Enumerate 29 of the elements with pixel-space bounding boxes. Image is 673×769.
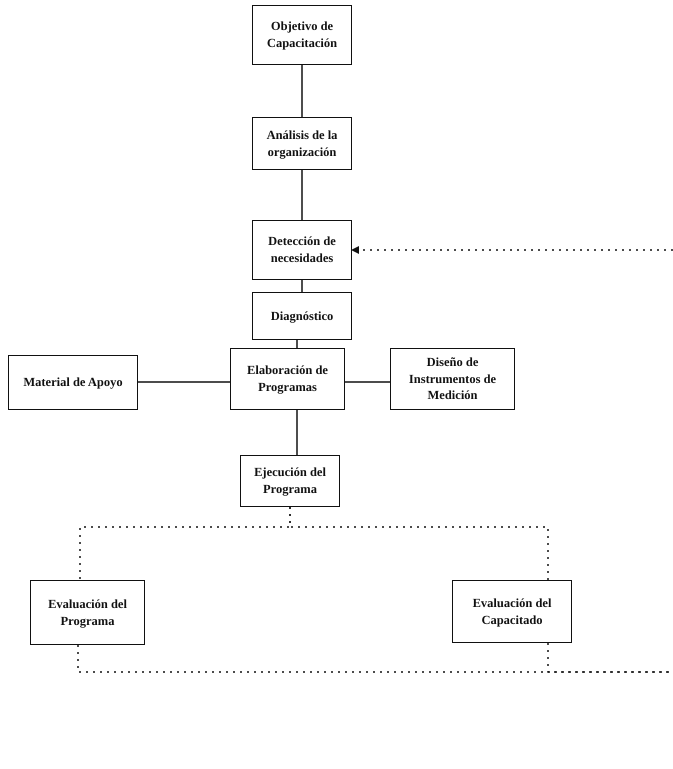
- process-box: [452, 580, 572, 643]
- box-label: Detección de necesidades: [267, 233, 337, 267]
- process-box: [240, 455, 340, 507]
- process-box: [252, 117, 352, 170]
- box-label: Evaluación del Programa: [47, 596, 128, 630]
- connector-line: [301, 170, 303, 220]
- connector-line: [296, 410, 298, 455]
- box-label: Material de Apoyo: [23, 374, 123, 391]
- process-box: [252, 292, 352, 340]
- box-label: Ejecución del Programa: [253, 464, 327, 498]
- box-label: Objetivo de Capacitación: [266, 18, 338, 52]
- box-label: Evaluación del Capacitado: [472, 594, 552, 628]
- process-box: [8, 355, 138, 410]
- dotted-connector: [351, 246, 673, 254]
- connector-line: [296, 340, 298, 348]
- connector-line: [345, 381, 390, 383]
- box-label: Diseño de Instrumentos de Medición: [408, 354, 498, 404]
- process-box: [390, 348, 515, 410]
- connector-line: [301, 65, 303, 117]
- dotted-connector: [289, 507, 549, 580]
- process-box: [252, 220, 352, 280]
- box-label: Diagnóstico: [270, 308, 334, 324]
- connector-line: [138, 381, 230, 383]
- box-label: Análisis de la organización: [266, 126, 338, 160]
- process-box: [252, 5, 352, 65]
- process-box: [30, 580, 145, 645]
- box-label: Elaboración de Programas: [246, 362, 329, 396]
- process-box: [230, 348, 345, 410]
- connector-line: [301, 280, 303, 292]
